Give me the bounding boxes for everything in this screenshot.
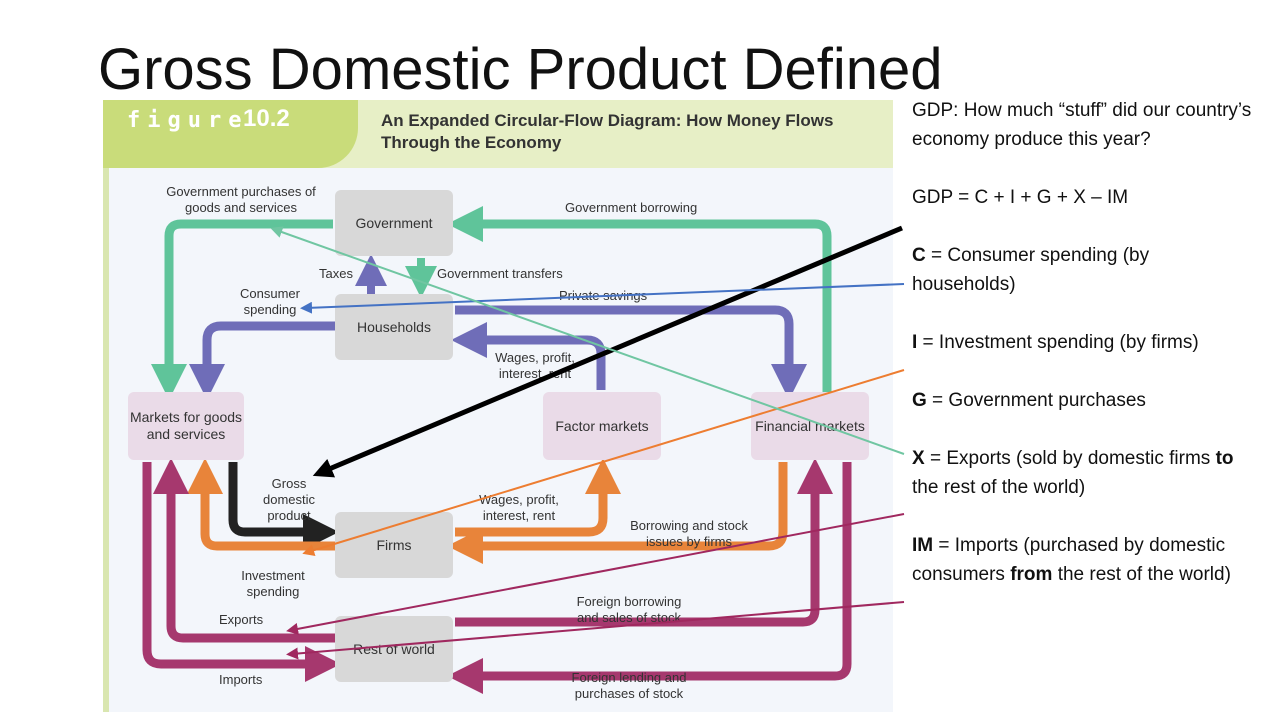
c-key: C bbox=[912, 245, 926, 266]
borrowing-stock-arrow bbox=[447, 462, 788, 564]
consumer-spending-arrow bbox=[189, 321, 335, 400]
figure-label: figure bbox=[127, 108, 249, 133]
gov-borrowing-label: Government borrowing bbox=[565, 200, 698, 215]
note-imports: IM = Imports (purchased by domestic cons… bbox=[912, 531, 1252, 589]
firms-box: Firms bbox=[335, 512, 453, 578]
gdp-arrow bbox=[228, 462, 339, 550]
investment-spending-arrow bbox=[187, 458, 335, 551]
households-box: Households bbox=[335, 294, 453, 360]
g-key: G bbox=[912, 390, 927, 411]
figure-margin-strip bbox=[103, 168, 109, 712]
note-investment: I = Investment spending (by firms) bbox=[912, 328, 1252, 357]
taxes-label: Taxes bbox=[319, 266, 353, 281]
note-exports: X = Exports (sold by domestic firms to t… bbox=[912, 444, 1252, 502]
figure-header: figure 10.2 An Expanded Circular-Flow Di… bbox=[103, 100, 893, 168]
note-government: G = Government purchases bbox=[912, 386, 1252, 415]
gov-purchases-arrow bbox=[151, 219, 333, 400]
im-text-2: the rest of the world) bbox=[1052, 564, 1231, 585]
foreign-lending-arrow bbox=[447, 462, 852, 694]
im-key: IM bbox=[912, 535, 934, 556]
markets-goods-box: Markets for goods and services bbox=[128, 392, 244, 460]
imports-label: Imports bbox=[219, 672, 263, 687]
exports-label: Exports bbox=[219, 612, 264, 627]
foreign-borrowing-label: Foreign borrowing and sales of stock bbox=[576, 594, 682, 625]
exports-arrow bbox=[153, 458, 335, 643]
g-text: = Government purchases bbox=[926, 390, 1146, 411]
im-text-1: = Imports (purchased by domestic consume… bbox=[912, 535, 1226, 585]
pointer-investment bbox=[302, 369, 905, 556]
x-text-1: = Exports (sold by domestic firms bbox=[924, 448, 1216, 469]
flow-arrows bbox=[142, 206, 852, 694]
imports-arrow bbox=[142, 462, 341, 682]
gov-borrowing-arrow bbox=[447, 206, 832, 400]
figure-caption: An Expanded Circular-Flow Diagram: How M… bbox=[381, 111, 834, 152]
gdp-label: Gross domestic product bbox=[262, 476, 316, 523]
gdp-notes: GDP: How much “stuff” did our country’s … bbox=[912, 96, 1252, 589]
gdp-question: GDP: How much “stuff” did our country’s … bbox=[912, 100, 1252, 150]
foreign-lending-label: Foreign lending and purchases of stock bbox=[571, 670, 687, 701]
x-text-2: the rest of the world) bbox=[912, 477, 1086, 498]
wages-firms-label: Wages, profit, interest, rent bbox=[479, 492, 559, 523]
gov-purchases-label: Government purchases of goods and servic… bbox=[166, 184, 316, 215]
gov-transfers-label: Government transfers bbox=[437, 266, 563, 281]
im-bold: from bbox=[1010, 564, 1053, 585]
pointer-imports bbox=[286, 601, 905, 660]
i-key: I bbox=[912, 332, 918, 353]
x-bold: to bbox=[1215, 448, 1234, 469]
wages-firms-arrow bbox=[455, 458, 621, 537]
x-key: X bbox=[912, 448, 925, 469]
financial-markets-box: Financial markets bbox=[751, 392, 869, 460]
pointer-consumer bbox=[300, 283, 905, 314]
c-text: = Consumer spending (by households) bbox=[912, 245, 1150, 295]
figure-tab: figure 10.2 bbox=[103, 100, 358, 168]
i-text: = Investment spending (by firms) bbox=[917, 332, 1199, 353]
investment-spending-label: Investment spending bbox=[241, 568, 305, 599]
gdp-formula: GDP = C + I + G + X – IM bbox=[912, 187, 1129, 208]
note-consumer: C = Consumer spending (by households) bbox=[912, 241, 1252, 299]
pointer-government bbox=[270, 226, 905, 455]
pointer-exports bbox=[286, 513, 905, 635]
private-savings-arrow bbox=[455, 305, 807, 400]
slide-title: Gross Domestic Product Defined bbox=[98, 37, 943, 102]
factor-markets-box: Factor markets bbox=[543, 392, 661, 460]
consumer-spending-label: Consumer spending bbox=[240, 286, 300, 317]
figure-number: 10.2 bbox=[243, 105, 290, 132]
circular-flow-figure: figure 10.2 An Expanded Circular-Flow Di… bbox=[103, 100, 893, 712]
borrowing-stock-label: Borrowing and stock issues by firms bbox=[630, 518, 748, 549]
government-box: Government bbox=[335, 190, 453, 256]
